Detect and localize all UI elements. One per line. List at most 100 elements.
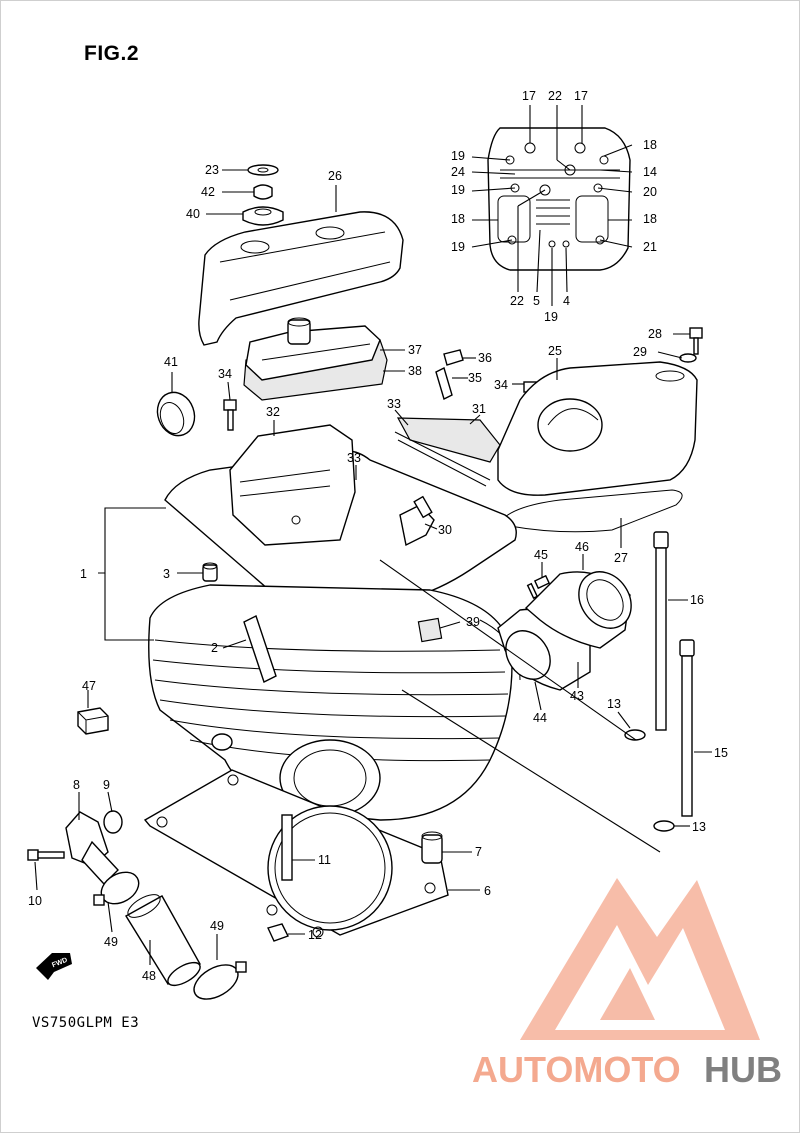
fwd-arrow-icon xyxy=(36,953,72,980)
callout-22: 22 xyxy=(510,294,524,308)
stud-35 xyxy=(435,367,453,400)
callout-46: 46 xyxy=(575,540,589,554)
stud-bolt-16 xyxy=(653,531,669,731)
callout-40: 40 xyxy=(186,207,200,221)
leader-34-left xyxy=(227,381,231,401)
leader-lines-head xyxy=(98,420,461,649)
cylinder-head-cover-26 xyxy=(198,211,404,346)
callout-26: 26 xyxy=(328,169,342,183)
callout-47: 47 xyxy=(82,679,96,693)
callout-21: 21 xyxy=(643,240,657,254)
o-ring-9 xyxy=(103,810,123,834)
leader-lines-25-29 xyxy=(556,333,690,548)
figure-title: FIG.2 xyxy=(84,42,140,65)
callout-9: 9 xyxy=(103,778,110,792)
callout-23: 23 xyxy=(205,163,219,177)
callout-19: 19 xyxy=(451,240,465,254)
callout-labels: 17 22 17 18 19 24 14 19 20 18 18 19 21 2… xyxy=(28,89,728,983)
callout-7: 7 xyxy=(475,845,482,859)
callout-49: 49 xyxy=(104,935,118,949)
callout-25: 25 xyxy=(548,344,562,358)
callout-29: 29 xyxy=(633,345,647,359)
cylinder-head-cover-25 xyxy=(497,361,698,496)
callout-18: 18 xyxy=(643,212,657,226)
callout-43: 43 xyxy=(570,689,584,703)
callout-48: 48 xyxy=(142,969,156,983)
callout-13: 13 xyxy=(692,820,706,834)
callout-34: 34 xyxy=(494,378,508,392)
callout-17: 17 xyxy=(522,89,536,103)
leader-lines-31-33 xyxy=(394,409,481,426)
callout-19: 19 xyxy=(451,149,465,163)
gasket-31-33 xyxy=(394,417,501,487)
intake-pipe-43-44-46 xyxy=(497,571,632,691)
callout-30: 30 xyxy=(438,523,452,537)
callout-27: 27 xyxy=(614,551,628,565)
water-union-8 xyxy=(65,811,119,886)
dowel-7 xyxy=(421,831,443,864)
callout-34: 34 xyxy=(218,367,232,381)
callout-18: 18 xyxy=(643,138,657,152)
nut-36 xyxy=(443,349,464,366)
cylinder-head-1 xyxy=(148,424,521,821)
bolt-10 xyxy=(27,849,65,861)
rocker-plate-detail xyxy=(487,127,631,271)
callout-18: 18 xyxy=(451,212,465,226)
watermark-text-secondary: HUB xyxy=(704,1049,782,1090)
ring-41 xyxy=(156,391,196,437)
leader-lines-top xyxy=(471,105,633,306)
callout-19: 19 xyxy=(451,183,465,197)
leader-lines-bolts xyxy=(379,559,712,853)
callout-35: 35 xyxy=(468,371,482,385)
callout-42: 42 xyxy=(201,185,215,199)
callout-49: 49 xyxy=(210,919,224,933)
callout-36: 36 xyxy=(478,351,492,365)
callout-38: 38 xyxy=(408,364,422,378)
callout-28: 28 xyxy=(648,327,662,341)
watermark-text-primary: AUTOMOTO xyxy=(472,1049,681,1090)
callout-45: 45 xyxy=(534,548,548,562)
clamp-49-upper xyxy=(93,871,140,906)
callout-4: 4 xyxy=(563,294,570,308)
callout-37: 37 xyxy=(408,343,422,357)
washer-13-lower xyxy=(653,820,675,832)
callout-20: 20 xyxy=(643,185,657,199)
leader-lines-intake xyxy=(534,554,584,711)
callout-44: 44 xyxy=(533,711,547,725)
callout-12: 12 xyxy=(308,928,322,942)
callout-5: 5 xyxy=(533,294,540,308)
callout-8: 8 xyxy=(73,778,80,792)
callout-11: 11 xyxy=(318,853,331,867)
watermark-logo xyxy=(520,878,760,1040)
leader-lines-cover xyxy=(206,169,337,215)
callout-1: 1 xyxy=(80,567,87,581)
head-gasket-6 xyxy=(143,769,449,938)
clamp-49-lower xyxy=(193,961,247,1000)
callout-33: 33 xyxy=(347,451,361,465)
callout-39: 39 xyxy=(466,615,480,629)
stud-11 xyxy=(281,814,293,881)
gasket-27 xyxy=(504,489,683,533)
callout-24: 24 xyxy=(451,165,465,179)
callout-19: 19 xyxy=(544,310,558,324)
leader-lines-35-36 xyxy=(452,357,524,385)
screw-45 xyxy=(526,574,551,600)
callout-41: 41 xyxy=(164,355,178,369)
callout-6: 6 xyxy=(484,884,491,898)
callout-17: 17 xyxy=(574,89,588,103)
bolt-28-washer-29 xyxy=(679,327,703,363)
dowel-pin-3 xyxy=(202,562,218,582)
callout-3: 3 xyxy=(163,567,170,581)
guide-2 xyxy=(243,615,277,683)
callout-2: 2 xyxy=(211,641,218,655)
bolt-34-left xyxy=(223,399,237,431)
callout-32: 32 xyxy=(266,405,280,419)
leader-lines-37-38 xyxy=(380,349,405,372)
hose-48 xyxy=(125,894,201,987)
model-code: VS750GLPM E3 xyxy=(32,1015,140,1031)
sealant-pack-47 xyxy=(77,707,109,735)
washer-13-upper xyxy=(624,729,646,741)
callout-31: 31 xyxy=(472,402,486,416)
callout-14: 14 xyxy=(643,165,657,179)
